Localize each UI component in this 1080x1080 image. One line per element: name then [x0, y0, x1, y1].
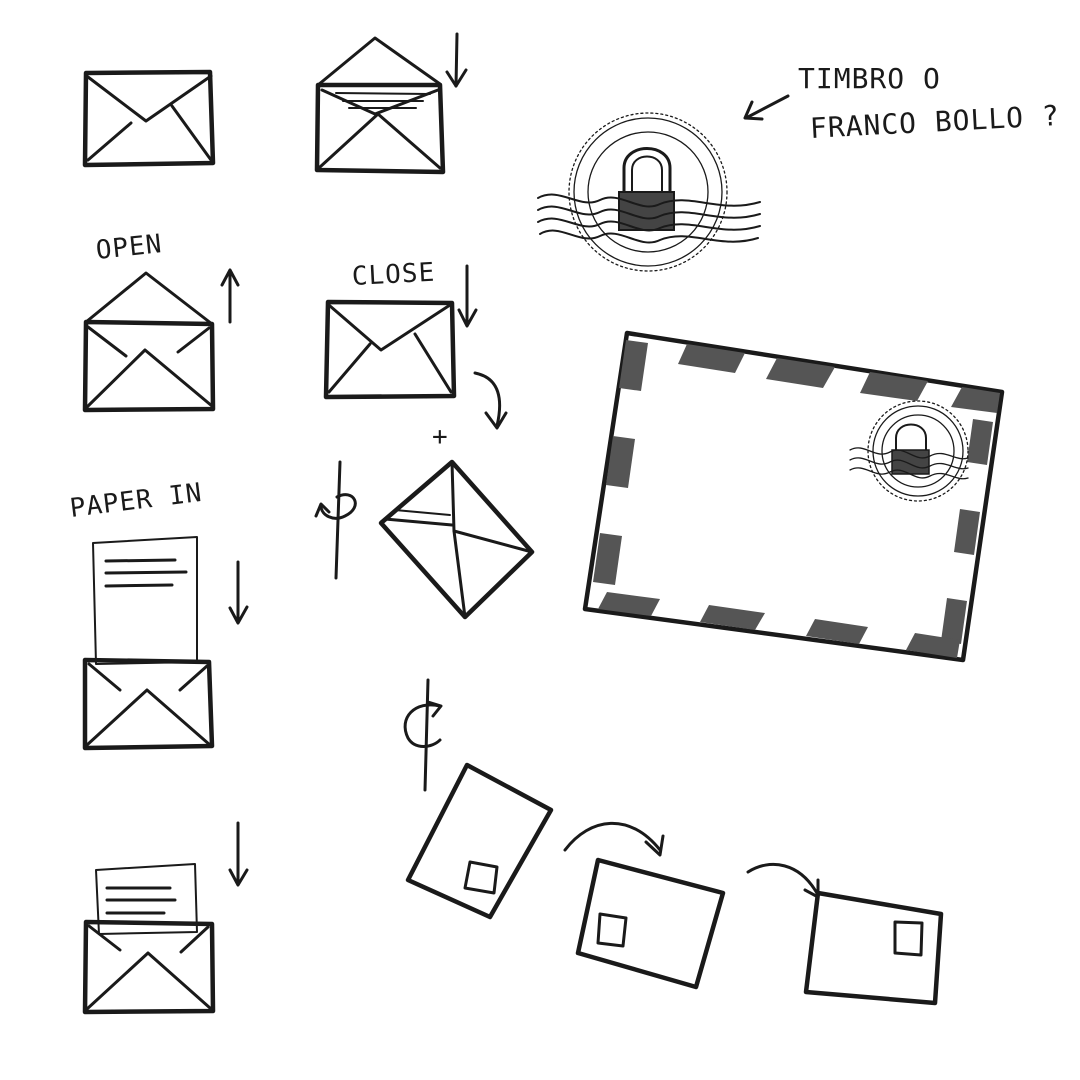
- curved-arrow-icon: [746, 863, 820, 899]
- close-label: CLOSE: [351, 257, 436, 292]
- down-arrow-icon: [228, 560, 249, 625]
- down-arrow-icon: [228, 821, 249, 887]
- down-arrow-icon: [457, 264, 478, 328]
- envelope-close-icon: [323, 299, 457, 400]
- envelope-open-icon: [82, 271, 216, 413]
- airmail-envelope-icon: [582, 330, 1005, 663]
- curved-arrow-icon: [743, 94, 790, 121]
- down-arrow-icon: [445, 32, 468, 88]
- rotate-arrow-icon: [403, 678, 443, 792]
- rotate-arrow-icon: [314, 460, 357, 580]
- stamp-question-line1: TIMBRO O: [798, 62, 941, 95]
- envelope-with-paper-icon: [82, 863, 216, 1015]
- envelope-closed-icon: [82, 69, 216, 168]
- envelope-back-stamp-icon: [803, 890, 944, 1006]
- postmark-lock-icon: [537, 112, 761, 272]
- plus-label: +: [432, 422, 449, 452]
- curved-arrow-icon: [563, 821, 665, 857]
- envelope-tilted-icon: [378, 459, 535, 620]
- envelope-flap-open-icon: [314, 36, 446, 175]
- envelope-with-paper-icon: [82, 536, 215, 751]
- up-arrow-icon: [220, 268, 240, 324]
- curved-arrow-icon: [473, 371, 508, 430]
- envelope-back-stamp-icon: [405, 762, 554, 920]
- envelope-back-stamp-icon: [575, 857, 726, 990]
